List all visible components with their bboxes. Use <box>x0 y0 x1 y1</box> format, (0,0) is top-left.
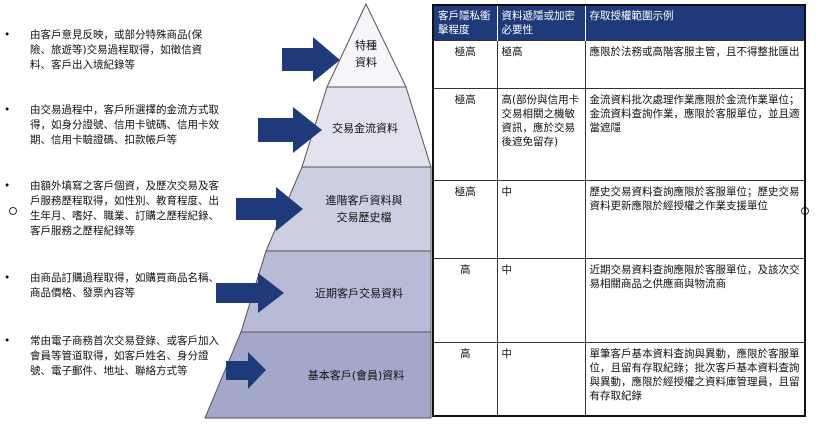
table-cell: 歷史交易資料查詢應限於客服單位；歷史交易資料更新應限於經授權之作業支援單位 <box>585 180 806 259</box>
permission-table: 客戶隱私衝擊程度 資料遞隱或加密必要性 存取授權範圍示例 極高 極高 應限於法務… <box>432 4 806 417</box>
table-row: 極高 極高 應限於法務或高階客服主管，且不得整批匯出 <box>433 40 806 89</box>
pyramid-label-basic: 基本客戶(會員)資料 <box>307 369 405 382</box>
header-privacy-impact: 客戶隱私衝擊程度 <box>433 5 498 41</box>
pyramid-label-recent: 近期客戶交易資料 <box>315 287 403 300</box>
pyramid-label-payment: 交易金流資料 <box>332 122 398 135</box>
bullet: • <box>4 29 11 41</box>
left-item-advanced: • 由額外填寫之客戶個資，及歷次交易及客戶服務歷程取得，如性別、教育程度、出生年… <box>4 179 222 239</box>
table-cell: 應限於法務或高階客服主管，且不得整批匯出 <box>585 40 806 89</box>
left-item-basic: • 常由電子商務首次交易登錄、或客戶加入會員等管道取得，如客戶姓名、身分證號、電… <box>4 334 222 379</box>
table-cell: 極高 <box>433 40 498 89</box>
arrow-icon <box>236 187 303 231</box>
table-row: 高 中 單筆客戶基本資料查詢與異動，應限於客服單位，且留有存取紀錄；批次客戶基本… <box>433 342 806 416</box>
table-cell: 中 <box>497 342 586 416</box>
left-item-text: 由交易過程中，客戶所選擇的金流方式取得，如身分證號、信用卡號碼、信用卡效期、信用… <box>30 104 219 146</box>
table-cell: 中 <box>497 258 586 343</box>
table-cell: 高 <box>433 342 498 416</box>
arrow-icon <box>226 352 266 389</box>
left-item-text: 由商品訂購過程取得，如購買商品名稱、商品價格、發票內容等 <box>30 272 219 299</box>
table-row: 極高 中 歷史交易資料查詢應限於客服單位；歷史交易資料更新應限於經授權之作業支援… <box>433 180 806 259</box>
bullet: • <box>4 104 11 116</box>
table-row: 高 中 近期交易資料查詢應限於客服單位，及該次交易相關商品之供應商與物流商 <box>433 258 806 343</box>
table-cell: 金流資料批次處理作業應限於金流作業單位；金流資料查詢作業，應限於客服單位，並且適… <box>585 88 806 181</box>
left-item-recent: • 由商品訂購過程取得，如購買商品名稱、商品價格、發票內容等 <box>4 271 222 301</box>
left-item-text: 常由電子商務首次交易登錄、或客戶加入會員等管道取得，如客戶姓名、身分證號、電子郵… <box>30 335 219 377</box>
table-cell: 極高 <box>497 40 586 89</box>
header-masking-necessity: 資料遞隱或加密必要性 <box>497 5 586 41</box>
table-cell: 高(部份與信用卡交易相關之機敏資訊，應於交易後遮免留存) <box>497 88 586 181</box>
table-cell: 單筆客戶基本資料查詢與異動，應限於客服單位，且留有存取紀錄；批次客戶基本資料查詢… <box>585 342 806 416</box>
bullet: • <box>4 180 11 192</box>
table-cell: 極高 <box>433 88 498 181</box>
pyramid-level-5 <box>204 331 432 419</box>
arrow-icon <box>216 273 284 313</box>
table-cell: 近期交易資料查詢應限於客服單位，及該次交易相關商品之供應商與物流商 <box>585 258 806 343</box>
resize-handle-left[interactable] <box>9 207 17 215</box>
arrow-icon <box>282 37 340 82</box>
table-cell: 高 <box>433 258 498 343</box>
left-item-payment: • 由交易過程中，客戶所選擇的金流方式取得，如身分證號、信用卡號碼、信用卡效期、… <box>4 103 222 148</box>
pyramid-label-advanced: 進階客戶資料與 交易歷史檔 <box>325 194 403 224</box>
left-item-text: 由客戶意見反映，或部分特殊商品(保險、旅遊等)交易過程取得，如徵信資料、客戶出入… <box>30 29 203 71</box>
bullet: • <box>4 335 11 347</box>
header-access-scope: 存取授權範圍示例 <box>585 5 806 41</box>
left-item-special: • 由客戶意見反映，或部分特殊商品(保險、旅遊等)交易過程取得，如徵信資料、客戶… <box>4 28 222 73</box>
table-cell: 中 <box>497 180 586 259</box>
table-header-row: 客戶隱私衝擊程度 資料遞隱或加密必要性 存取授權範圍示例 <box>433 5 806 41</box>
table-cell: 極高 <box>433 180 498 259</box>
pyramid-label-special: 特種 資料 <box>355 39 377 69</box>
left-item-text: 由額外填寫之客戶個資，及歷次交易及客戶服務歷程取得，如性別、教育程度、出生年月、… <box>30 180 219 237</box>
arrow-icon <box>258 107 322 153</box>
table-row: 極高 高(部份與信用卡交易相關之機敏資訊，應於交易後遮免留存) 金流資料批次處理… <box>433 88 806 181</box>
bullet: • <box>4 272 11 284</box>
